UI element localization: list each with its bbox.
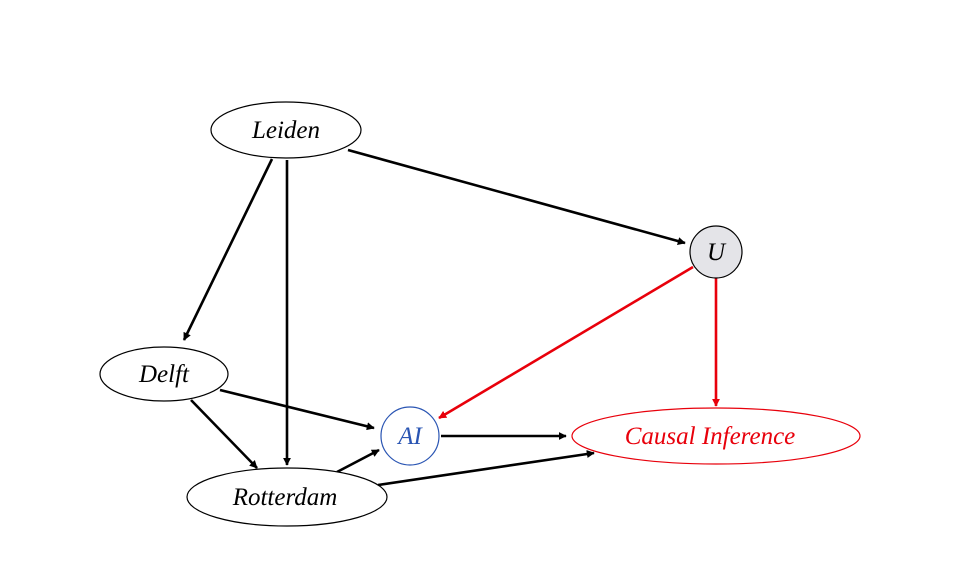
node-u-label: U	[707, 239, 727, 266]
node-leiden-label: Leiden	[251, 117, 320, 144]
node-ai: AI	[380, 406, 440, 466]
edge-delft-ai	[219, 388, 375, 431]
node-rotterdam-label: Rotterdam	[232, 484, 338, 511]
node-causal-inference-label: Causal Inference	[625, 423, 796, 450]
node-rotterdam: Rotterdam	[186, 467, 388, 527]
node-delft: Delft	[99, 346, 229, 402]
edge-u-ai	[438, 265, 694, 420]
edge-rotterdam-causal-inference	[377, 450, 595, 487]
edge-leiden-u	[347, 148, 686, 245]
node-delft-label: Delft	[138, 361, 190, 388]
node-causal-inference: Causal Inference	[571, 407, 861, 465]
edge-leiden-delft	[182, 158, 274, 341]
edge-delft-rotterdam	[190, 399, 258, 469]
node-leiden: Leiden	[210, 101, 362, 159]
node-u: U	[689, 225, 743, 279]
edge-rotterdam-ai	[336, 448, 380, 474]
node-ai-label: AI	[396, 423, 423, 450]
